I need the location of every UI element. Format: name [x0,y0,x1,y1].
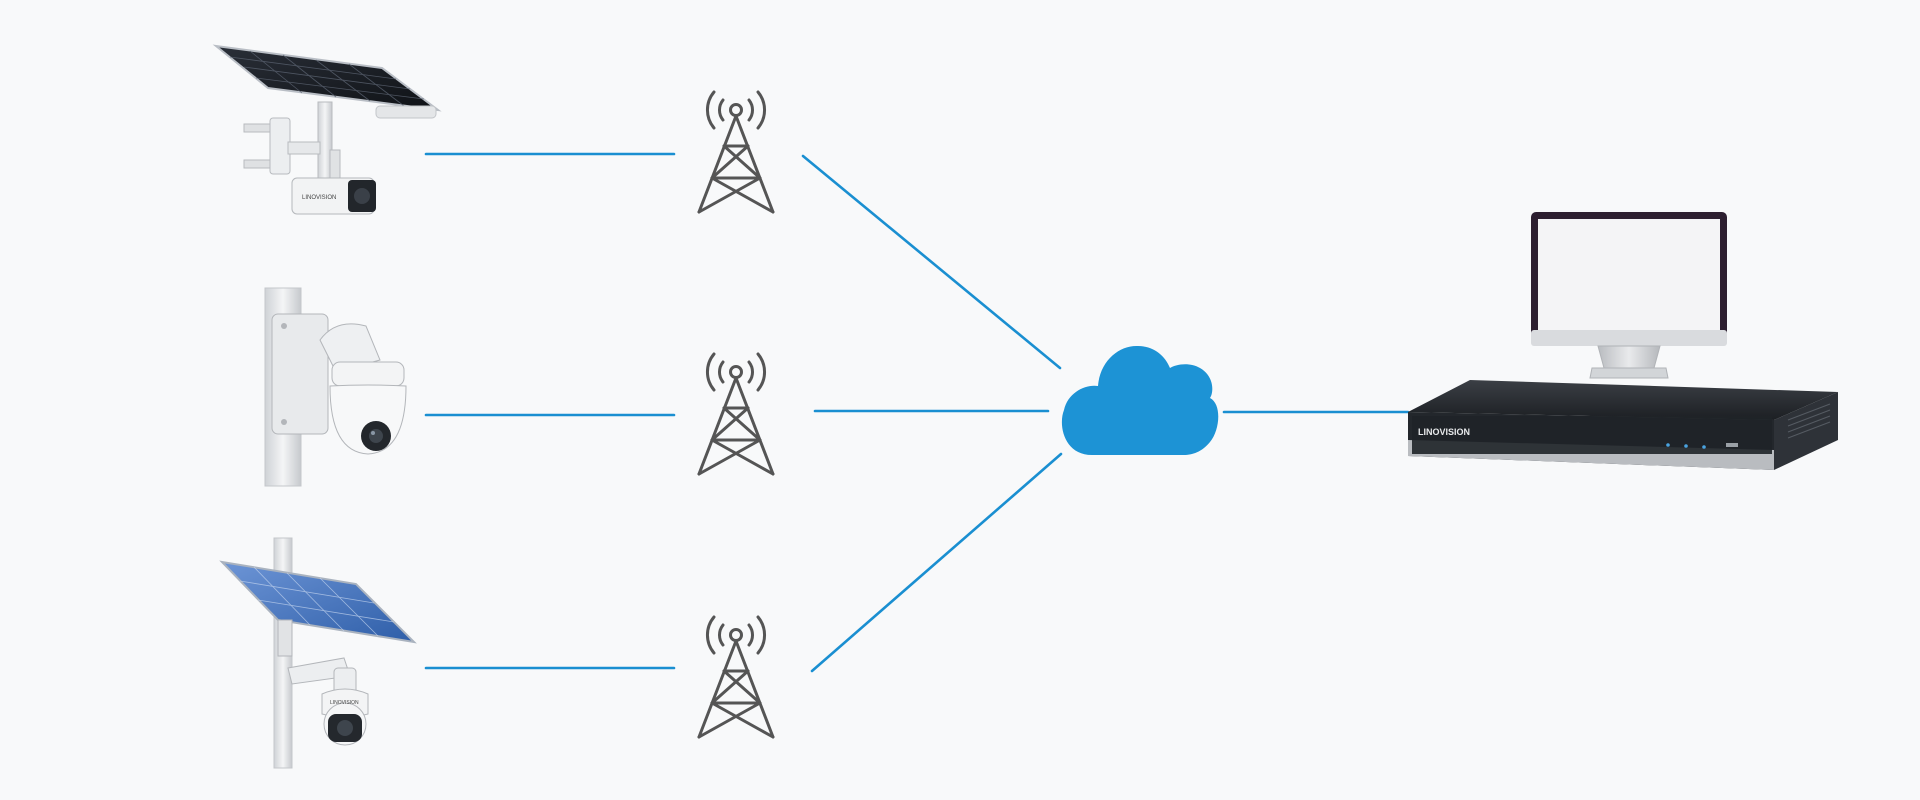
nvr-brand-label: LINOVISION [1418,427,1470,437]
connection-lines [424,152,1410,673]
camera3-brand-label: LINOVISION [330,700,359,706]
camera1-brand-label: LINOVISION [302,195,336,201]
link-tower3-cloud [810,452,1063,673]
monitor-icon [1531,212,1727,379]
nvr-recorder-icon: LINOVISION [1408,380,1838,470]
cloud-icon [1061,345,1219,455]
cell-tower-icon [697,90,775,214]
solar-ptz-camera-icon: LINOVISION [219,537,417,769]
link-tower1-cloud [801,154,1062,370]
cell-tower-icon [697,352,775,476]
dome-camera-icon [264,287,407,487]
cell-tower-icon [697,615,775,739]
solar-bullet-camera-icon: LINOVISION [212,44,442,215]
